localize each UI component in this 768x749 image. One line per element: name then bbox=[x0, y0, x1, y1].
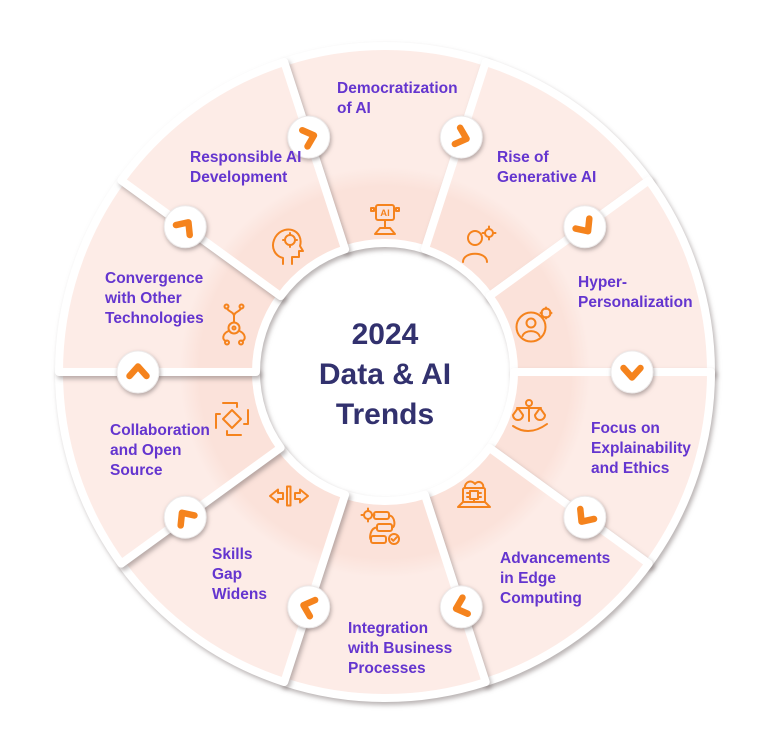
wheel-icons: AI bbox=[215, 204, 553, 545]
trend-label-focus-on-explainability-and-ethics: Focus on Explainability and Ethics bbox=[591, 420, 691, 477]
wheel-node bbox=[439, 115, 483, 159]
wheel-center-title: 2024 Data & AI Trends bbox=[318, 318, 452, 431]
scales-on-hand-icon bbox=[512, 399, 548, 432]
widening-arrows-icon bbox=[269, 485, 309, 507]
svg-text:AI: AI bbox=[380, 208, 390, 219]
segment-responsible-ai-development bbox=[117, 57, 350, 301]
wheel-nodes bbox=[116, 115, 654, 629]
chevron-clockwise-icon bbox=[451, 124, 470, 148]
wheel-node bbox=[287, 115, 331, 159]
wheel-node bbox=[610, 350, 654, 394]
wheel-node bbox=[439, 585, 483, 629]
segment-rise-of-generative-ai bbox=[420, 57, 653, 301]
chevron-clockwise-icon bbox=[452, 594, 471, 617]
chevron-clockwise-icon bbox=[620, 364, 644, 381]
trend-label-collaboration-and-open-source: Collaboration and Open Source bbox=[110, 422, 210, 479]
trend-label-integration-with-business-processes: Integration with Business Processes bbox=[348, 620, 453, 677]
laptop-cloud-chip-icon bbox=[457, 480, 491, 508]
ai-projector-icon: AI bbox=[370, 204, 400, 235]
trend-label-rise-of-generative-ai: Rise of Generative AI bbox=[497, 149, 597, 186]
segment-focus-on-explainability-and-ethics bbox=[485, 368, 715, 568]
head-gear-icon bbox=[272, 228, 304, 265]
wheel-node bbox=[163, 495, 207, 539]
trend-label-hyper-personalization: Hyper- Personalization bbox=[578, 274, 693, 311]
person-target-icon bbox=[515, 306, 553, 343]
segment-integration-with-business-processes bbox=[280, 490, 490, 703]
trend-label-advancements-in-edge-computing: Advancements in Edge Computing bbox=[500, 550, 611, 607]
chevron-clockwise-icon bbox=[300, 596, 319, 620]
trend-label-convergence-with-other-technologies: Convergence with Other Technologies bbox=[105, 270, 204, 327]
person-gear-icon bbox=[462, 225, 497, 263]
wheel-node bbox=[163, 205, 207, 249]
chevron-clockwise-icon bbox=[577, 505, 598, 525]
chevron-clockwise-icon bbox=[572, 215, 593, 235]
chevron-clockwise-icon bbox=[172, 219, 193, 239]
chevron-clockwise-icon bbox=[126, 363, 150, 380]
workflow-check-icon bbox=[360, 507, 400, 545]
segment-convergence-with-other-technologies bbox=[55, 176, 285, 376]
wheel-node bbox=[287, 585, 331, 629]
chevron-clockwise-icon bbox=[299, 127, 318, 150]
trend-label-responsible-ai-development: Responsible AI Development bbox=[190, 149, 302, 186]
wheel-node bbox=[563, 495, 607, 539]
wheel-node bbox=[116, 350, 160, 394]
segment-democratization-of-ai bbox=[280, 41, 490, 254]
joined-hands-icon bbox=[215, 402, 249, 436]
gear-branches-icon bbox=[222, 303, 246, 346]
wheel-node bbox=[563, 205, 607, 249]
chevron-clockwise-icon bbox=[177, 509, 198, 529]
trend-label-democratization-of-ai: Democratization of AI bbox=[337, 80, 458, 117]
trend-label-skills-gap-widens: Skills Gap Widens bbox=[212, 546, 267, 603]
